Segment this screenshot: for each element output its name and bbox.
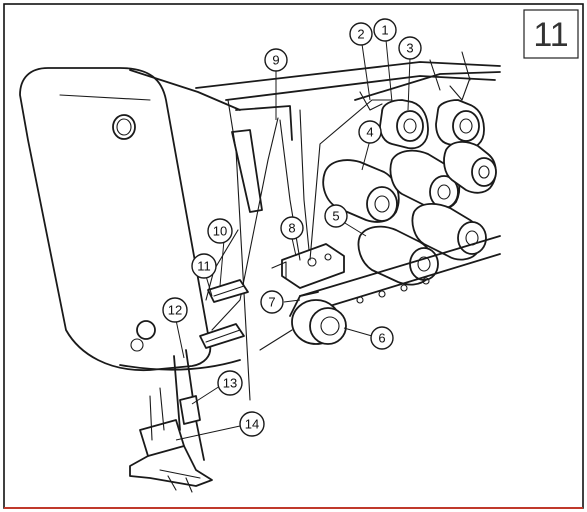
callout-12: 12	[162, 297, 188, 323]
svg-text:8: 8	[288, 221, 295, 236]
callout-10: 10	[207, 218, 233, 244]
svg-text:2: 2	[357, 27, 364, 42]
thread-guide-plate	[271, 243, 345, 289]
callout-3: 3	[398, 36, 422, 60]
svg-text:13: 13	[223, 376, 237, 391]
svg-text:7: 7	[268, 295, 275, 310]
svg-text:6: 6	[378, 331, 385, 346]
callout-1: 1	[373, 18, 397, 42]
spool-mid-c	[443, 141, 497, 194]
svg-text:10: 10	[213, 224, 227, 239]
callout-14: 14	[239, 411, 265, 437]
machine-head	[19, 67, 241, 371]
presser-foot-assembly	[129, 349, 213, 493]
svg-text:12: 12	[168, 303, 182, 318]
svg-text:11: 11	[197, 259, 211, 274]
callout-6: 6	[370, 326, 394, 350]
callout-2: 2	[349, 22, 373, 46]
callout-5: 5	[324, 204, 348, 228]
svg-text:3: 3	[406, 41, 413, 56]
svg-text:14: 14	[245, 417, 259, 432]
spool-top-left	[379, 99, 429, 150]
needle-bar-guides	[199, 279, 249, 349]
callout-8: 8	[280, 216, 304, 240]
callout-9: 9	[264, 48, 288, 72]
spool-top-right	[435, 99, 485, 150]
svg-text:5: 5	[332, 209, 339, 224]
svg-text:1: 1	[381, 23, 388, 38]
svg-text:9: 9	[272, 53, 279, 68]
spool-mid-b	[389, 149, 461, 211]
spool-mid-a	[322, 159, 400, 223]
svg-text:4: 4	[366, 125, 373, 140]
tension-spools	[299, 99, 501, 313]
callout-13: 13	[217, 370, 243, 396]
thread-guide-bar	[354, 51, 501, 111]
figure-number-box: 11	[523, 9, 579, 59]
callout-7: 7	[260, 290, 284, 314]
figure-number: 11	[533, 16, 568, 54]
tension-knob	[259, 291, 347, 351]
callout-11: 11	[191, 253, 217, 279]
callout-4: 4	[358, 120, 382, 144]
